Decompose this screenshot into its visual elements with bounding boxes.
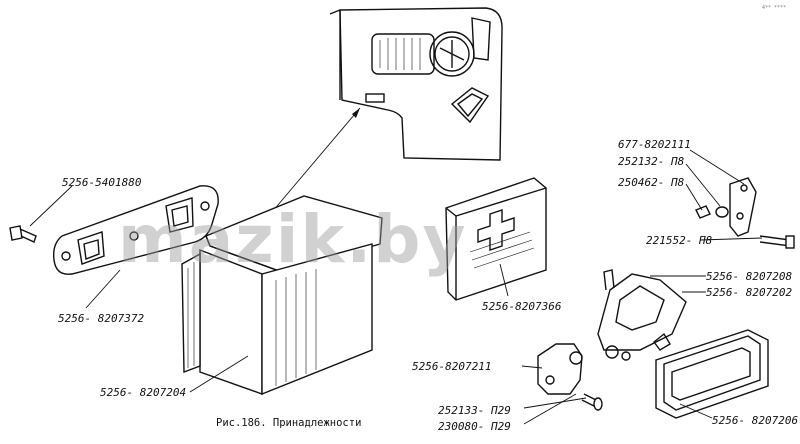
- label-5256-8207211: 5256-8207211: [412, 360, 491, 373]
- first-aid-kit: [445, 177, 547, 301]
- cab-interior-inset: [329, 7, 503, 161]
- label-252132-p8: 252132- П8: [618, 155, 685, 168]
- washers: [695, 205, 729, 219]
- pipe-clamp: [537, 343, 583, 395]
- label-677-8202111: 677-8202111: [618, 138, 691, 151]
- storage-box: [181, 195, 383, 396]
- label-230080-p29: 230080- П29: [438, 420, 511, 433]
- screw: [581, 393, 603, 411]
- extinguisher-bracket: [597, 269, 687, 361]
- bracket-plate: [52, 185, 219, 275]
- mounting-frame: [655, 329, 769, 419]
- label-5256-5401880: 5256-5401880: [62, 176, 142, 189]
- figure-caption: Рис.186. Принадлежности: [216, 417, 361, 429]
- label-5256-8207202: 5256- 8207202: [706, 286, 792, 299]
- label-5256-8207206: 5256- 8207206: [712, 414, 798, 427]
- label-5256-8207366: 5256-8207366: [482, 300, 562, 313]
- label-5256-8207204: 5256- 8207204: [100, 386, 186, 399]
- label-221552-p8: 221552- П8: [646, 234, 713, 247]
- label-5256-8207208: 5256- 8207208: [706, 270, 792, 283]
- bolt-right: [759, 235, 795, 249]
- label-252133-p29: 252133- П29: [438, 404, 511, 417]
- clip-bracket: [729, 177, 757, 237]
- label-5256-8207372: 5256- 8207372: [58, 312, 144, 325]
- corner-mark: 4** ****: [762, 5, 786, 11]
- watermark: mazik.by: [118, 201, 468, 278]
- bolt-left: [9, 225, 37, 243]
- label-250462-p8: 250462- П8: [618, 176, 685, 189]
